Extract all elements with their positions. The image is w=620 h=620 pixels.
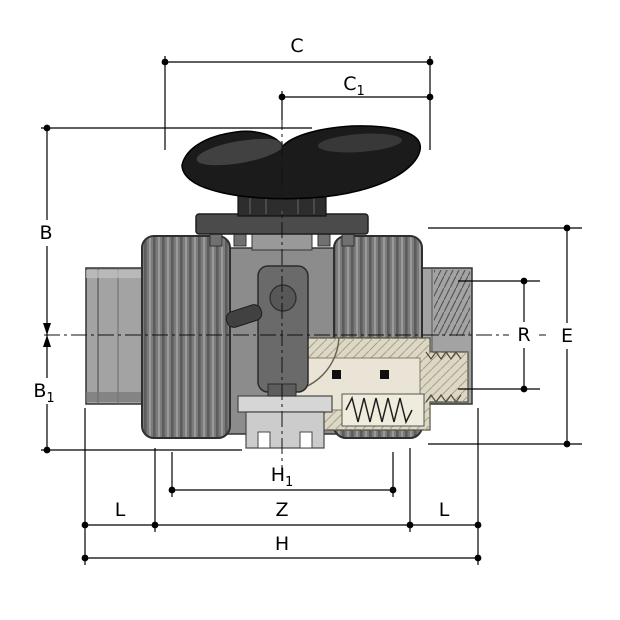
right-connector-threads [434,270,470,336]
dimension-dot [520,385,528,393]
dimension-endpoint-dots [43,58,571,562]
dim-label-b: B [39,222,52,244]
bottom-block [237,395,333,449]
dimension-dot [426,58,434,66]
spring [345,395,413,425]
dimension-lines [46,61,568,559]
dimension-dot [81,554,89,562]
o-ring-seal-left [332,370,341,379]
dim-label-h: H [275,533,289,555]
left-spigot-highlight [86,270,144,278]
dim-arrow-down [43,323,51,335]
left-spigot [85,267,145,405]
dim-label-l-right: L [439,499,450,521]
label-bg-e [553,323,581,349]
handle-assembly [181,125,421,247]
dimension-dot [161,58,169,66]
union-nut-left [141,235,231,439]
dimension-dot [168,486,176,494]
handle-highlight-left [196,138,284,166]
bottom-block-step [237,395,333,413]
dimension-dot [43,446,51,454]
handle-highlight-right [318,133,402,153]
dimension-dot [406,521,414,529]
dimension-dot [563,440,571,448]
dim-label-e: E [561,325,573,347]
dimension-dot [278,93,286,101]
dim-label-z: Z [275,499,288,521]
dim-arrow-up [43,335,51,347]
lock-plate-assembly [225,265,309,397]
dimension-dot [389,486,397,494]
dimension-dot [563,224,571,232]
dim-label-b1: B1 [33,380,54,406]
thread-profile-top [425,350,462,361]
lock-lever [225,304,263,328]
dim-label-c1: C1 [343,73,365,99]
dimension-dot [43,124,51,132]
dimension-dot [520,277,528,285]
dim-label-c: C [290,35,303,57]
flange-stud [233,233,247,247]
dimension-dot [151,521,159,529]
thread-profile-bottom [425,393,462,404]
dimension-dot [474,521,482,529]
flange-stud [317,233,331,247]
bottom-notch-left [257,431,271,449]
dim-label-l-left: L [115,499,126,521]
left-spigot-shadow [86,392,144,402]
end-connector-left [85,267,145,405]
lock-plate-hole [269,284,297,312]
valve-drawing [44,114,548,472]
label-backgrounds [27,220,581,404]
dim-label-r: R [517,324,530,346]
dimension-dot [81,521,89,529]
label-bg-r [509,322,539,348]
dimension-dot [474,554,482,562]
dim-label-h1: H1 [271,464,294,490]
bottom-notch-right [299,431,313,449]
o-ring-seal-right [380,370,389,379]
label-bg-b1 [27,378,65,404]
label-bg-b [33,220,59,246]
flange-stud [341,233,355,247]
dimension-dot [426,93,434,101]
flange-stud [209,233,223,247]
